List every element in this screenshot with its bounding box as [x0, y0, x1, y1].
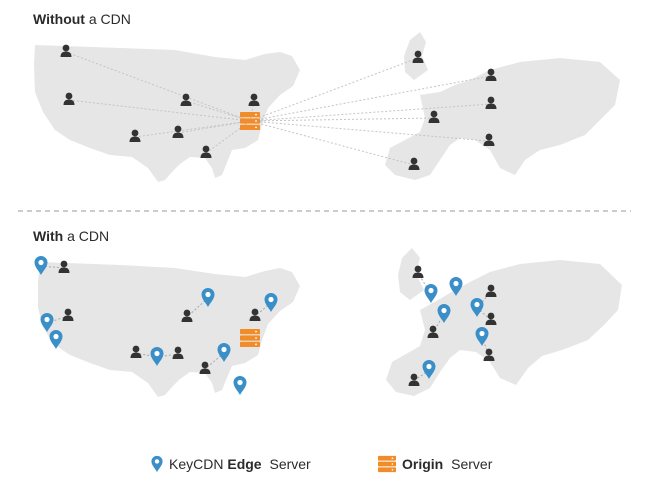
legend-origin-server: Origin Server [377, 455, 492, 473]
with-cdn-title-bold: With [33, 228, 64, 244]
map-pin-icon [151, 455, 163, 473]
without-cdn-title-rest: a CDN [84, 11, 131, 27]
without-cdn-title-bold: Without [33, 11, 85, 27]
usa-map-bottom [38, 262, 300, 397]
legend-edge-prefix: KeyCDN [169, 456, 228, 472]
with-cdn-title-rest: a CDN [63, 228, 110, 244]
map-pin-icon [233, 376, 247, 395]
europe-map-bottom-mainland [386, 260, 622, 396]
europe-map-bottom-uk [398, 248, 424, 300]
usa-map-top [34, 45, 300, 182]
without-cdn-title: Without a CDN [33, 11, 131, 27]
connection-lines-top [65, 51, 492, 166]
origin-server-icon [240, 112, 260, 130]
legend-edge-bold: Edge [227, 456, 262, 472]
server-stack-icon [378, 455, 396, 473]
legend-edge-server: KeyCDN Edge Server [150, 455, 311, 473]
legend-origin-bold: Origin [402, 456, 444, 472]
map-pin-icon [424, 284, 438, 303]
europe-map-top-mainland [385, 58, 620, 180]
origin-server-icon [240, 329, 260, 347]
with-cdn-title: With a CDN [33, 228, 109, 244]
legend-origin-suffix: Server [447, 456, 493, 472]
legend-edge-suffix: Server [265, 456, 311, 472]
